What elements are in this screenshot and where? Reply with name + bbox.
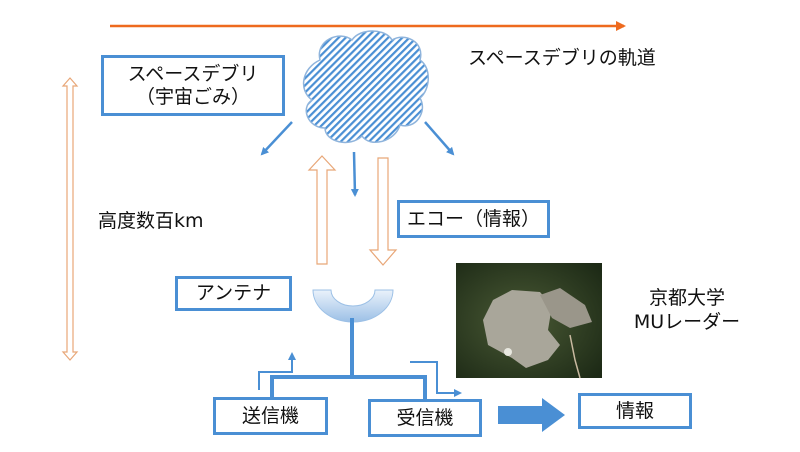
space-debris-cloud	[302, 30, 429, 144]
space-debris-sublabel: （宇宙ごみ）	[135, 85, 250, 108]
transmitter-label: 送信機	[241, 404, 299, 427]
receive-signal-arrow	[410, 361, 462, 397]
scatter-arrow-down	[350, 151, 359, 197]
antenna-box: アンテナ	[175, 276, 292, 311]
feed-lines	[270, 318, 427, 400]
transmitter-box: 送信機	[213, 397, 328, 435]
scatter-arrow-right	[424, 121, 455, 156]
echo-box: エコー（情報）	[397, 200, 550, 238]
receiver-box: 受信機	[368, 399, 482, 437]
receiver-label: 受信機	[396, 406, 454, 429]
orbit-label: スペースデブリの軌道	[468, 47, 656, 69]
antenna-dish	[312, 289, 394, 323]
transmit-hollow-arrow	[307, 155, 337, 265]
altitude-label: 高度数百km	[98, 210, 204, 232]
output-block-arrow	[498, 398, 565, 432]
space-debris-label: スペースデブリ	[127, 62, 259, 85]
mu-radar-name: MUレーダー	[633, 311, 741, 333]
mu-radar-photo	[456, 263, 602, 379]
information-box: 情報	[578, 393, 692, 429]
scatter-arrow-left	[260, 121, 293, 156]
space-debris-box: スペースデブリ （宇宙ごみ）	[101, 55, 285, 116]
echo-hollow-arrow	[368, 157, 398, 266]
information-label: 情報	[615, 399, 654, 422]
kyoto-university-label: 京都大学	[648, 287, 725, 309]
echo-label: エコー（情報）	[406, 207, 540, 230]
antenna-label: アンテナ	[195, 282, 272, 304]
altitude-double-arrow	[61, 77, 79, 361]
mu-radar-label: 京都大学 MUレーダー	[628, 286, 746, 334]
transmit-signal-arrow	[258, 352, 296, 390]
